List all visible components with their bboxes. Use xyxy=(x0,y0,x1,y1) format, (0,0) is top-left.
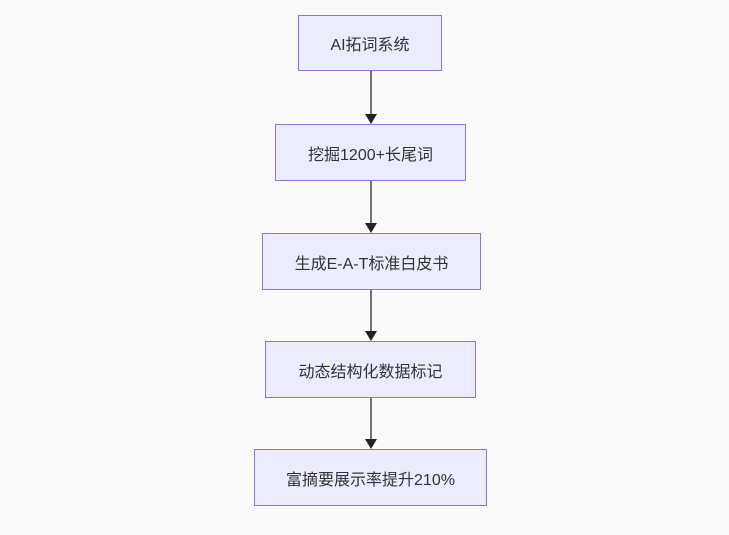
arrow-down-head xyxy=(364,223,377,233)
arrow-down-head xyxy=(364,114,377,124)
arrow-down-head xyxy=(364,331,377,341)
flow-arrow xyxy=(364,71,377,124)
arrow-line xyxy=(369,71,372,114)
flow-node-step-4: 动态结构化数据标记 xyxy=(265,341,476,398)
flow-node-step-2: 挖掘1200+长尾词 xyxy=(275,124,466,181)
arrow-down-head xyxy=(364,439,377,449)
flow-node-label: AI拓词系统 xyxy=(330,37,410,54)
flow-arrow xyxy=(364,181,377,233)
flow-arrow xyxy=(364,290,377,341)
flow-node-label: 动态结构化数据标记 xyxy=(298,363,443,381)
flow-node-label: 富摘要展示率提升210% xyxy=(286,471,455,489)
arrow-line xyxy=(369,398,372,439)
flow-arrow xyxy=(364,398,377,449)
flow-node-step-5: 富摘要展示率提升210% xyxy=(254,449,487,506)
flow-node-label: 生成E-A-T标准白皮书 xyxy=(294,255,449,273)
arrow-line xyxy=(369,181,372,223)
flow-node-label: 挖掘1200+长尾词 xyxy=(308,146,433,164)
flow-node-step-1: AI拓词系统 xyxy=(298,15,442,71)
flow-node-step-3: 生成E-A-T标准白皮书 xyxy=(262,233,481,290)
arrow-line xyxy=(369,290,372,331)
